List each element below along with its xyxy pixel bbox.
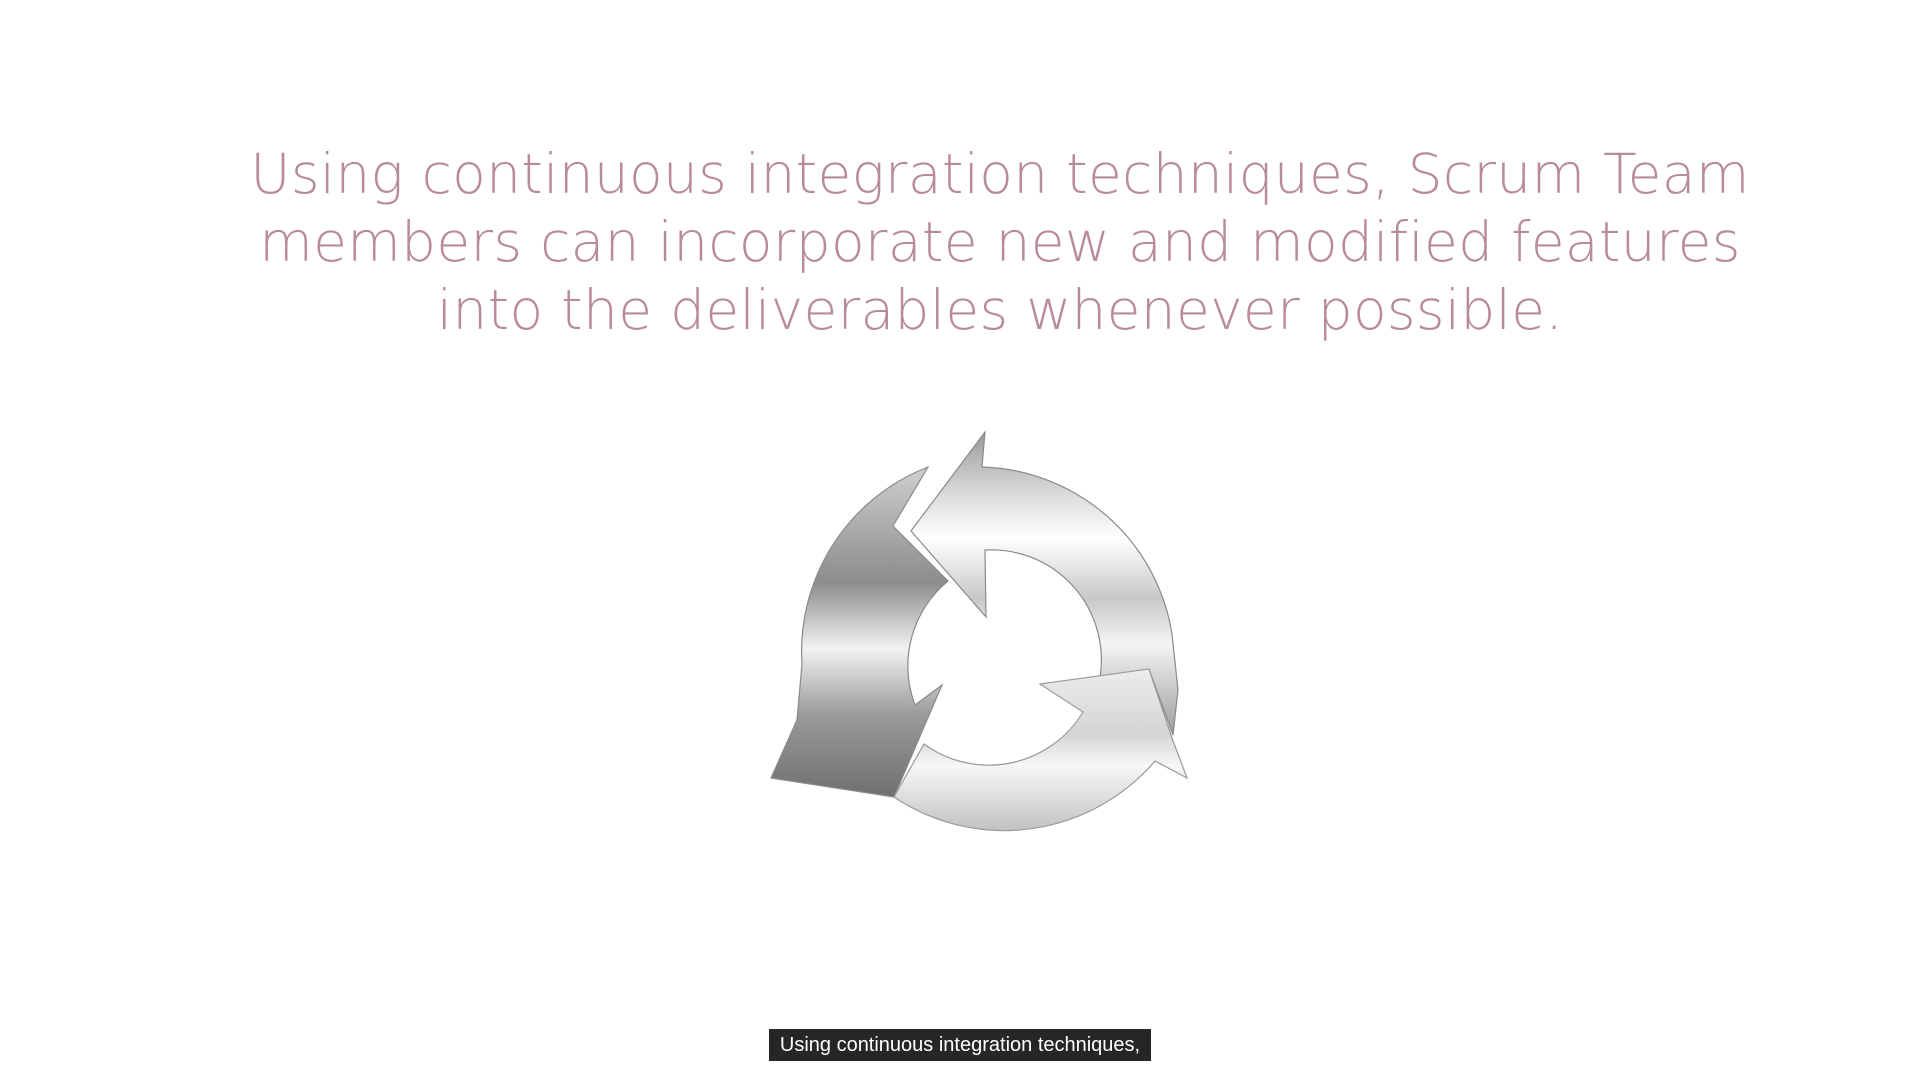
caption-text: Using continuous integration techniques,	[768, 1029, 1152, 1061]
headline-line-3: into the deliverables whenever possible.	[436, 278, 1564, 342]
headline-line-1: Using continuous integration techniques,…	[250, 142, 1750, 206]
headline-line-2: members can incorporate new and modified…	[259, 210, 1741, 274]
caption-bar: Using continuous integration techniques,	[0, 1029, 1920, 1061]
cycle-arrows-icon	[770, 429, 1189, 832]
slide-headline: Using continuous integration techniques,…	[240, 140, 1760, 344]
cycle-arrow-left	[770, 465, 949, 798]
cycle-arrow-bottom	[893, 668, 1189, 832]
